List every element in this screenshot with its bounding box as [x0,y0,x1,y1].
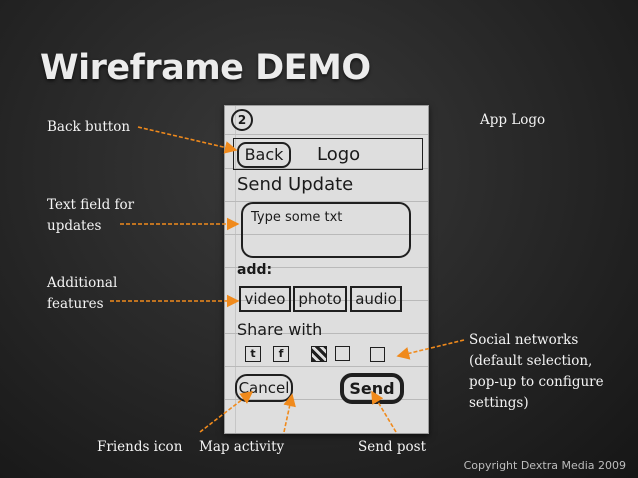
annotation-line: features [47,296,104,312]
network-checkbox[interactable] [335,346,350,361]
annotation-back-button: Back button [47,119,131,135]
copyright-text: Copyright Dextra Media 2009 [463,459,626,472]
annotation-additional-features: Additional features [47,273,117,315]
share-with-label: Share with [237,320,323,339]
app-logo: Logo [317,144,361,165]
network-checkbox[interactable] [370,347,385,362]
annotation-line: Social networks [469,332,579,348]
annotation-line: Additional [47,275,118,291]
annotation-text-field: Text field for updates [47,195,134,237]
send-update-heading: Send Update [237,174,354,195]
add-label: add: [237,262,273,278]
slide-title: Wireframe DEMO [40,48,371,88]
annotation-line: (default selection, [469,353,593,369]
header-bar [233,138,423,170]
annotation-app-logo: App Logo [480,112,546,128]
annotation-send-post: Send post [358,439,426,455]
annotation-social-networks: Social networks (default selection, pop-… [469,330,604,414]
annotation-line: settings) [469,395,529,411]
twitter-icon[interactable]: t [245,346,261,362]
photo-button[interactable]: photo [293,286,347,312]
annotation-map-activity: Map activity [199,439,285,455]
wireframe-sketch: 2 Back Logo Send Update Type some txt ad… [224,105,429,434]
annotation-friends-icon: Friends icon [97,439,183,455]
annotation-line: Text field for [47,197,135,213]
video-button[interactable]: video [239,286,291,312]
back-button[interactable]: Back [237,142,291,168]
page-number: 2 [231,109,253,131]
audio-button[interactable]: audio [350,286,402,312]
checked-network-checkbox[interactable] [311,346,327,362]
annotation-line: updates [47,218,102,234]
annotation-line: pop-up to configure [469,374,604,390]
update-text-field[interactable]: Type some txt [241,202,411,258]
facebook-icon[interactable]: f [273,346,289,362]
text-placeholder: Type some txt [251,210,343,225]
